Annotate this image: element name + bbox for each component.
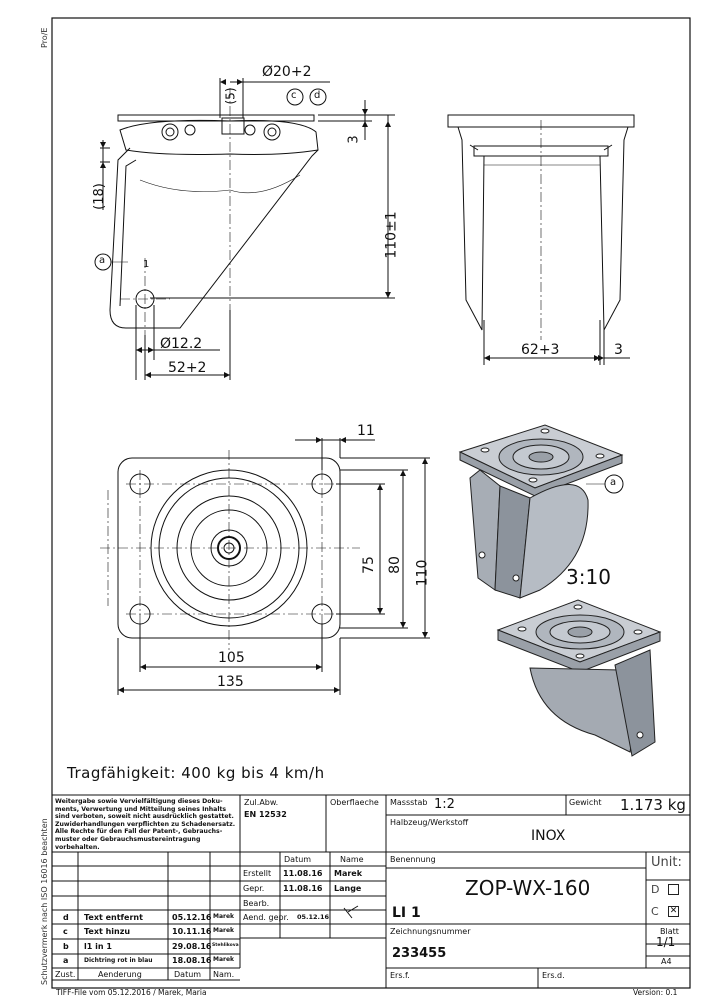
- blatt-label: Blatt: [660, 927, 679, 936]
- dim-height: 110±1: [383, 211, 400, 259]
- rev-zust: d: [63, 913, 69, 922]
- software-tag: Pro/E: [40, 27, 49, 48]
- benennung-label: Benennung: [390, 855, 436, 864]
- rev-header-aenderung: Aenderung: [98, 970, 142, 979]
- sheet-number: 1/1: [656, 935, 676, 949]
- unit-d-checkbox: [668, 884, 679, 895]
- rev-zust: c: [63, 927, 68, 936]
- legal-notice: Weitergabe sowie Vervielfältigung dieses…: [55, 798, 239, 851]
- rev-zust: a: [63, 956, 69, 965]
- capacity-note: Tragfähigkeit: 400 kg bis 4 km/h: [67, 764, 325, 782]
- drawing-title: ZOP-WX-160: [465, 876, 591, 900]
- iso-notice: Schutzvermerk nach ISO 16016 beachten: [40, 818, 49, 985]
- unit-c-label: C: [651, 905, 659, 918]
- bearb-label: Bearb.: [243, 899, 270, 908]
- dim-five: (5): [223, 87, 238, 105]
- rev-header-name: Nam.: [213, 970, 235, 979]
- legal-line: Alle Rechte für den Fall der Patent-, Ge…: [55, 828, 223, 836]
- dim-hundred-ten: 110: [414, 559, 431, 587]
- dim-hundred-five: 105: [218, 650, 245, 666]
- unit-label: Unit:: [651, 855, 682, 870]
- marker-a-iso: a: [610, 477, 617, 488]
- massstab-label: Massstab: [390, 798, 428, 807]
- dim-eleven: 11: [357, 423, 375, 439]
- zul-abw-label: Zul.Abw.: [244, 798, 279, 807]
- legal-line: muster oder Gebrauchsmustereintragung vo…: [55, 835, 201, 851]
- gepr-label: Gepr.: [243, 884, 265, 893]
- marker-a-side: a: [99, 255, 106, 266]
- rev-text: Text entfernt: [84, 913, 143, 922]
- erstellt-label: Erstellt: [243, 869, 272, 878]
- rev-header-datum: Datum: [174, 970, 202, 979]
- rev-text: Dichtring rot in blau: [84, 957, 153, 964]
- dim-eighty: 80: [386, 556, 403, 574]
- rev-name: Marek: [213, 927, 235, 934]
- dim-offset: 52+2: [168, 360, 207, 376]
- dim-three-right: 3: [614, 342, 623, 358]
- marker-c: c: [291, 90, 297, 101]
- legal-line: sind verboten, soweit nicht ausdrücklich…: [55, 813, 234, 821]
- drawing-number: 233455: [392, 946, 447, 961]
- li-label: LI 1: [392, 905, 421, 921]
- rev-name: Stehlikova: [212, 943, 239, 948]
- zul-abw-value: EN 12532: [244, 810, 287, 819]
- iso-view-top: [458, 424, 624, 599]
- oberflaeche-label: Oberflaeche: [330, 798, 379, 807]
- rev-date: 29.08.16: [172, 942, 212, 951]
- rev-text: l1 in 1: [84, 942, 112, 951]
- unit-d-label: D: [651, 883, 660, 896]
- material-value: INOX: [531, 828, 566, 844]
- dim-hole-diameter: Ø12.2: [160, 336, 203, 352]
- gepr-name: Lange: [334, 884, 362, 893]
- top-view: [100, 438, 430, 695]
- title-block-grid: [51, 794, 691, 989]
- ers-d-label: Ers.d.: [542, 971, 565, 980]
- rev-header-zust: Zust.: [55, 970, 76, 979]
- rev-name: Marek: [213, 956, 235, 963]
- legal-line: Weitergabe sowie Vervielfältigung dieses…: [55, 798, 223, 805]
- dim-bore-diameter: Ø20+2: [262, 64, 312, 80]
- dim-hundred-thirty-five: 135: [217, 674, 244, 690]
- marker-d: d: [314, 90, 321, 101]
- legal-line: ments, Verwertung und Mitteilung seines …: [55, 805, 227, 813]
- rev-date: 05.12.16: [172, 913, 212, 922]
- side-view: [94, 78, 395, 380]
- dim-three-top: 3: [346, 135, 362, 144]
- massstab-value: 1:2: [434, 797, 455, 812]
- gepr-date: 11.08.16: [283, 884, 323, 893]
- rev-date: 18.08.16: [172, 956, 212, 965]
- dim-seventy-five: 75: [360, 556, 377, 574]
- footer-version: Version: 0.1: [633, 988, 678, 997]
- ers-f-label: Ers.f.: [390, 971, 410, 980]
- name-header: Name: [340, 855, 364, 864]
- unit-c-checkbox-checked: ✕: [668, 906, 679, 917]
- footer-file-info: TIFF-File vom 05.12.2016 / Marek, Maria: [56, 988, 207, 997]
- rev-date: 10.11.16: [172, 927, 212, 936]
- datum-header: Datum: [284, 855, 312, 864]
- zeichnungsnummer-label: Zeichnungsnummer: [390, 927, 471, 936]
- aend-gepr-label: Aend. gepr.: [243, 913, 289, 922]
- paper-format: A4: [661, 957, 672, 966]
- iso-scale: 3:10: [566, 565, 611, 589]
- rev-text: Text hinzu: [84, 927, 131, 936]
- iso-view-bottom: [496, 599, 662, 757]
- gewicht-value: 1.173 kg: [620, 796, 686, 814]
- aend-gepr-date: 05.12.16: [297, 913, 330, 921]
- halbzeug-label: Halbzeug/Werkstoff: [390, 818, 469, 827]
- position-mark: 1: [143, 259, 150, 270]
- dim-eighteen: (18): [91, 183, 107, 210]
- legal-line: Zuwiderhandlungen verpflichten zu Schade…: [55, 820, 236, 828]
- rev-name: Marek: [213, 913, 235, 920]
- erstellt-name: Marek: [334, 869, 363, 878]
- front-view: [447, 114, 635, 365]
- dim-fork-width: 62+3: [521, 342, 560, 358]
- erstellt-date: 11.08.16: [283, 869, 323, 878]
- rev-zust: b: [63, 942, 69, 951]
- gewicht-label: Gewicht: [569, 798, 602, 807]
